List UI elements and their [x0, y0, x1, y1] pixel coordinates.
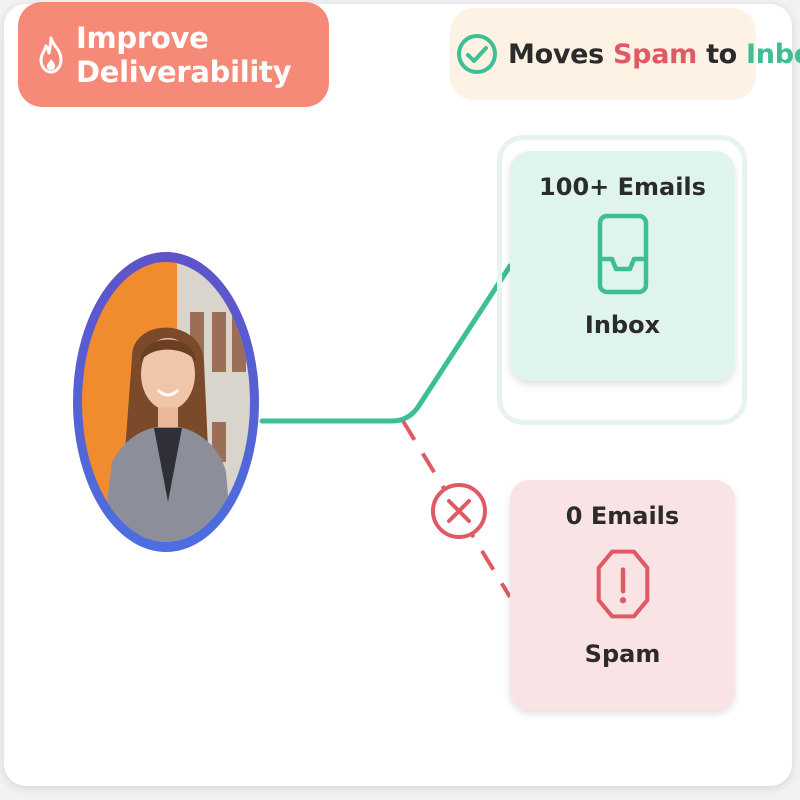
badge-prefix: Moves — [508, 38, 604, 70]
check-circle-icon — [456, 33, 498, 75]
inbox-tray-icon — [596, 211, 650, 299]
spam-card: 0 Emails Spam — [510, 480, 735, 710]
moves-spam-to-inbox-badge: Moves Spam to Inbox — [450, 8, 800, 100]
inbox-email-count: 100+ Emails — [539, 173, 706, 201]
inbox-connector — [259, 263, 513, 424]
badge-left-label: Improve Deliverability — [76, 20, 292, 89]
badge-inbox-word: Inbox — [746, 38, 800, 70]
flame-icon — [36, 35, 66, 75]
spam-email-count: 0 Emails — [565, 502, 680, 530]
warning-octagon-icon — [596, 540, 650, 628]
avatar — [82, 262, 250, 542]
badge-connector: to — [706, 38, 737, 70]
badge-right-text: Moves Spam to Inbox — [508, 39, 800, 70]
badge-spam-word: Spam — [613, 38, 697, 70]
inbox-card: 100+ Emails Inbox — [510, 151, 735, 381]
spam-label: Spam — [584, 640, 661, 668]
improve-deliverability-badge: Improve Deliverability — [18, 2, 329, 107]
inbox-label: Inbox — [584, 311, 661, 339]
blocked-icon — [431, 483, 487, 539]
spam-connector — [401, 419, 512, 599]
inbox-highlight-outline — [497, 135, 747, 425]
